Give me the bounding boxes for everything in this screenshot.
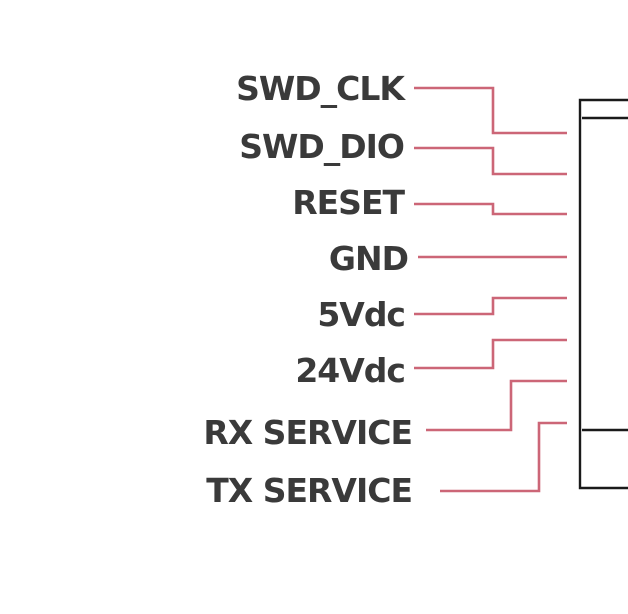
wire-5vdc bbox=[414, 296, 567, 316]
connector-housing bbox=[578, 98, 628, 490]
pin-labels: SWD_CLK SWD_DIO RESET GND 5Vdc 24Vdc RX … bbox=[203, 69, 413, 510]
pin-label-swd-clk: SWD_CLK bbox=[236, 69, 406, 108]
wire-reset bbox=[414, 202, 567, 216]
pin-label-5vdc: 5Vdc bbox=[317, 295, 405, 334]
wire-tx-service bbox=[440, 421, 567, 493]
housing-outer-edge bbox=[578, 98, 628, 490]
pin-label-swd-dio: SWD_DIO bbox=[239, 127, 404, 166]
wire-24vdc bbox=[414, 338, 567, 370]
pin-label-gnd: GND bbox=[329, 239, 408, 278]
pin-label-reset: RESET bbox=[292, 183, 405, 222]
wire-swd-dio bbox=[414, 146, 567, 176]
wire-rx-service bbox=[426, 379, 567, 432]
wire-swd-clk bbox=[414, 86, 567, 135]
pin-label-rx-service: RX SERVICE bbox=[203, 413, 412, 452]
pin-label-tx-service: TX SERVICE bbox=[206, 471, 412, 510]
pin-wires bbox=[414, 86, 567, 493]
pin-label-24vdc: 24Vdc bbox=[295, 351, 405, 390]
